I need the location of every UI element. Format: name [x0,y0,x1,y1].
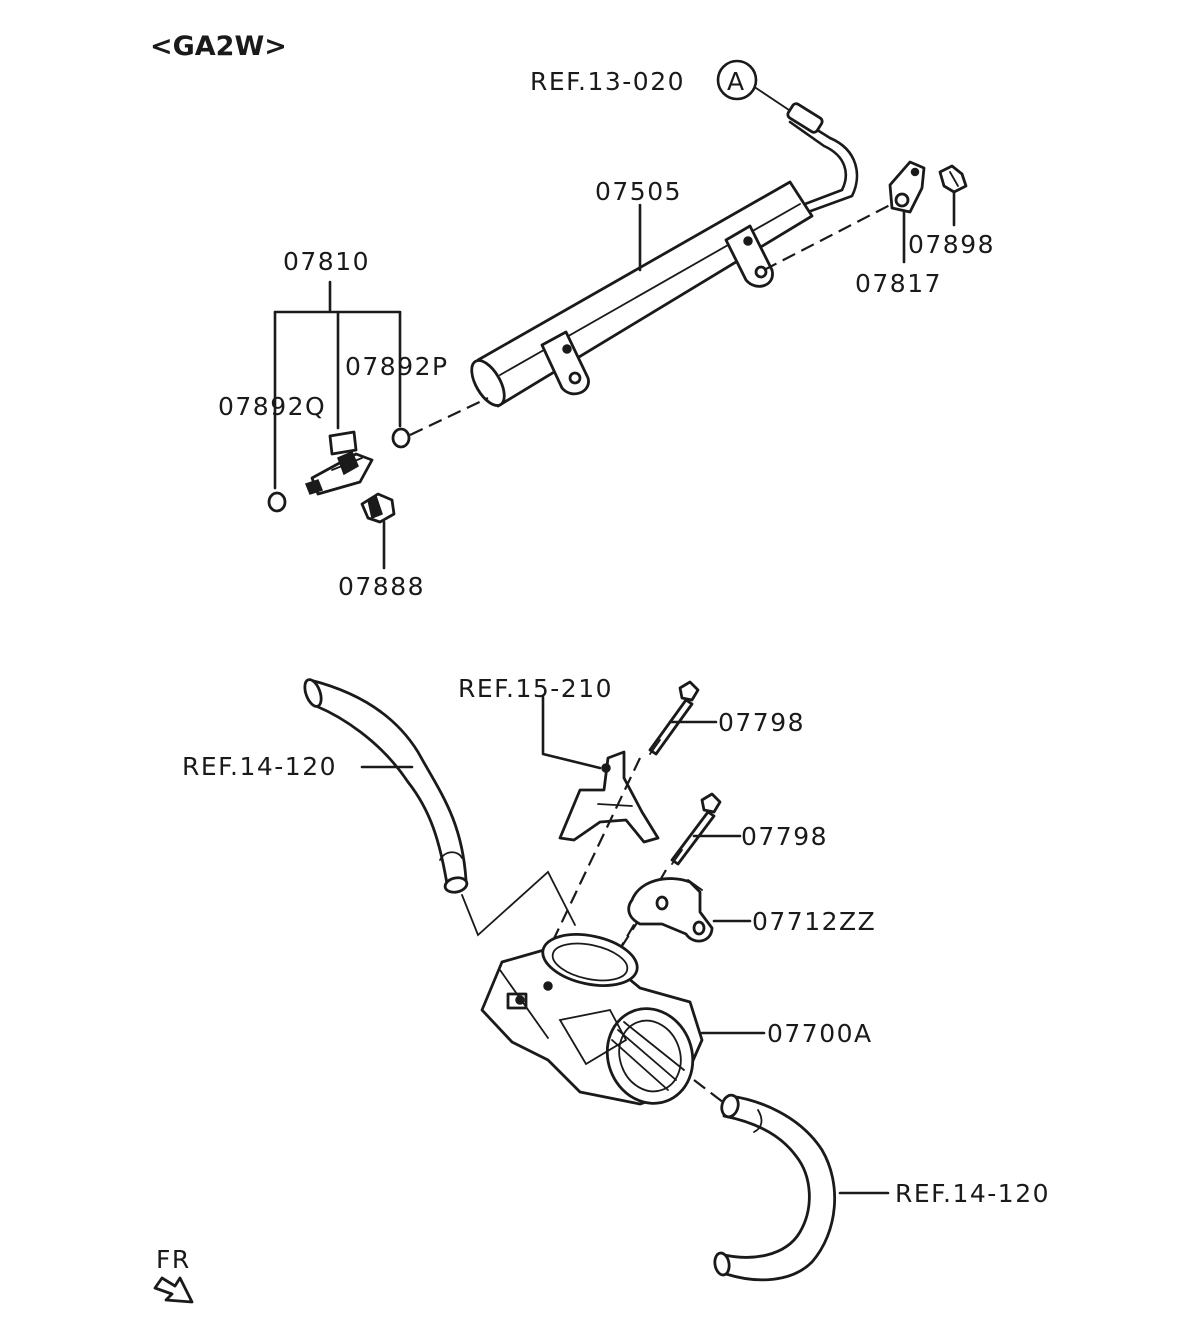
label-07798-lower[interactable]: 07798 [741,822,828,851]
fuel-feed-pipe [786,102,859,214]
label-07892Q[interactable]: 07892Q [218,392,326,421]
label-07898[interactable]: 07898 [908,230,995,259]
label-ref-14-120-right[interactable]: REF.14-120 [895,1179,1050,1208]
label-07505[interactable]: 07505 [595,177,682,206]
label-ref-15-210[interactable]: REF.15-210 [458,674,613,703]
ref-marker-a-text: A [727,67,746,96]
leader-ref-15-210 [541,695,602,770]
dashed-line-rail-to-clamp [763,204,891,271]
label-07798-upper[interactable]: 07798 [718,708,805,737]
hose-right [713,1093,837,1282]
throttle-body-07700A [480,933,704,1106]
hose-left [303,678,469,894]
injector [305,430,374,496]
label-07700A[interactable]: 07700A [767,1019,873,1048]
label-ref-14-120-left[interactable]: REF.14-120 [182,752,337,781]
label-07888[interactable]: 07888 [338,572,425,601]
connector-line-hose [461,870,576,937]
variant-title: <GA2W> [150,31,287,62]
dashed-line-bolt-upper [539,757,641,969]
label-07817[interactable]: 07817 [855,269,942,298]
bolt-07798-upper [648,680,700,756]
oring-07892P [391,427,411,449]
ref-marker-a[interactable]: A [716,59,758,101]
front-indicator-text: FR [156,1245,191,1274]
bracket-07817 [888,160,926,214]
label-07892P[interactable]: 07892P [345,352,449,381]
dashed-line-oring-to-rail [409,397,489,436]
bolt-07898 [938,164,968,194]
bolt-07798-lower [670,792,722,866]
plate-07712ZZ [627,877,714,943]
bracket-ref-15-210 [558,750,660,844]
label-07810[interactable]: 07810 [283,247,370,276]
dashed-line-to-hose-right [693,1079,729,1107]
fuel-rail-07505 [470,180,814,408]
oring-07892Q [267,491,287,513]
label-07712ZZ[interactable]: 07712ZZ [752,907,876,936]
leader-ref-marker-a [755,87,793,113]
leader-07810 [273,280,402,490]
label-ref-13-020[interactable]: REF.13-020 [530,67,685,96]
front-arrow-icon [153,1276,194,1304]
clip-07888 [360,492,396,524]
